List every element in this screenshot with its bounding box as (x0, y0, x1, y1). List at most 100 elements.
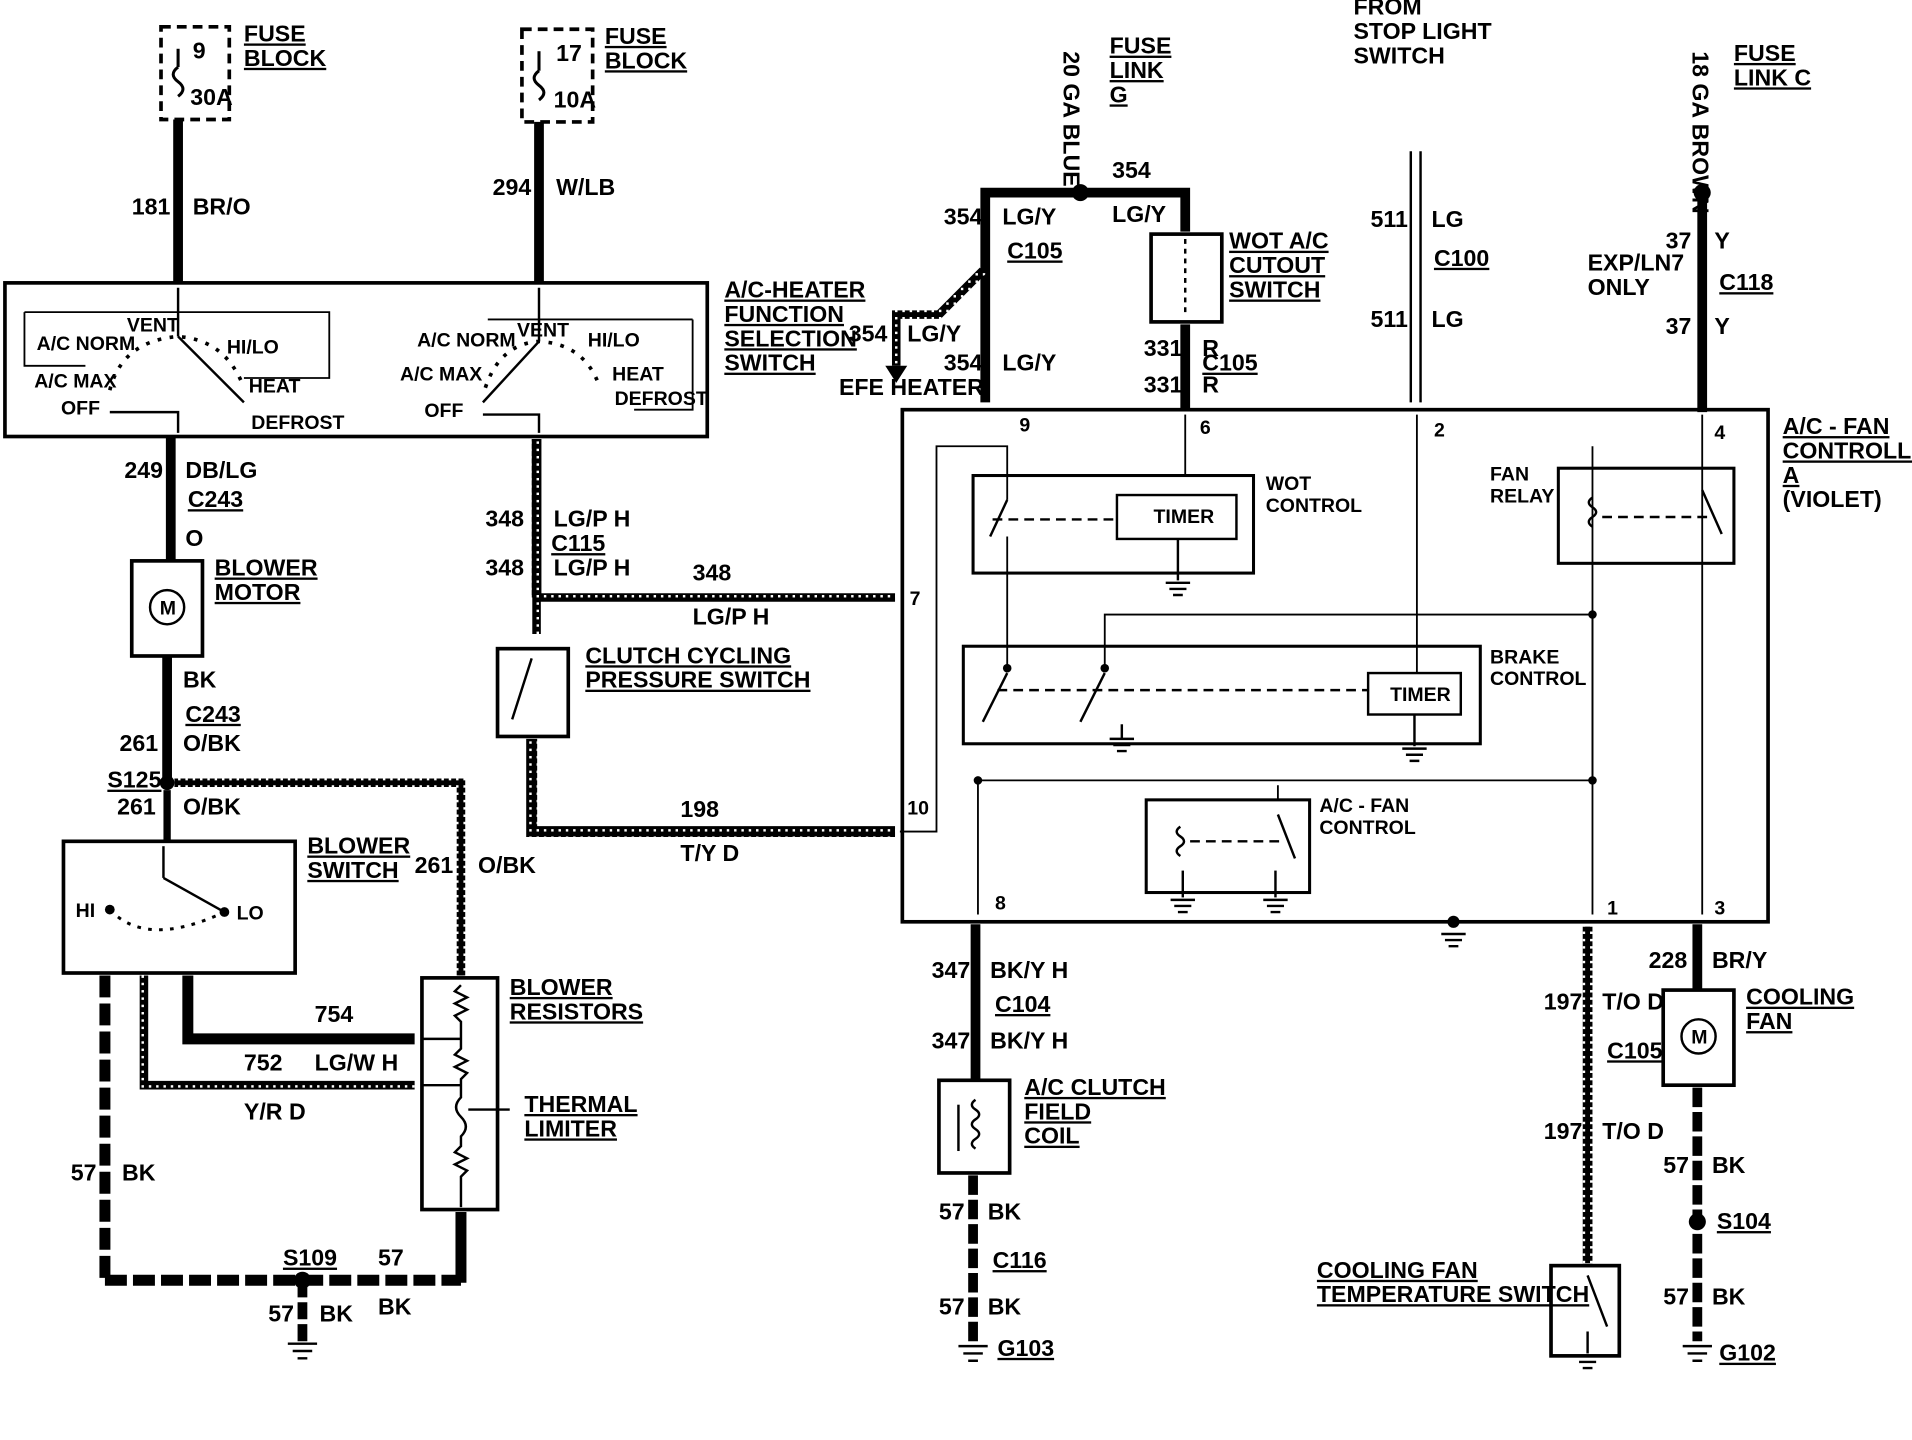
ac-fan-controller: 9 6 2 4 7 10 8 1 3 TIMER WOT CONTROL (899, 407, 1770, 948)
fan-relay (1556, 466, 1736, 565)
wire-number: 37 (1666, 228, 1692, 254)
ground-icon (287, 1342, 318, 1360)
wire-number: 197 (1544, 989, 1583, 1015)
block-label: WOT (1266, 473, 1312, 495)
wire-number: 294 (493, 174, 532, 200)
wire-number: 181 (132, 194, 171, 220)
fuse-link-title: FUSE (1734, 40, 1796, 66)
component-title: COOLING FAN (1317, 1257, 1478, 1283)
position-label: DEFROST (251, 412, 344, 434)
wire-color: BK (988, 1293, 1022, 1319)
fuse-symbol-icon (171, 65, 185, 98)
ground-icon (1263, 898, 1288, 914)
component-title: PRESSURE SWITCH (585, 667, 810, 693)
wire-color: BR/O (193, 194, 251, 220)
wire-number: 354 (1112, 157, 1151, 183)
wire-number: 37 (1666, 313, 1692, 339)
block-label: BRAKE (1490, 646, 1559, 668)
position-label: HI/LO (227, 337, 279, 359)
wire-color: LG/W H (315, 1050, 399, 1076)
wire-color: T/O D (1602, 1118, 1664, 1144)
ground-icon (1575, 1354, 1600, 1370)
svg-text:M: M (160, 598, 176, 620)
ground-icon (1170, 898, 1195, 914)
component-title: TEMPERATURE SWITCH (1317, 1281, 1589, 1307)
wire-number: 354 (944, 350, 983, 376)
pin-label: 1 (1607, 897, 1618, 919)
component-title: COIL (1024, 1123, 1079, 1149)
wire-354 (980, 187, 1191, 403)
wire-number: 752 (244, 1050, 283, 1076)
component-title: BLOWER (510, 974, 613, 1000)
wire-color: LG/Y (1002, 203, 1057, 229)
block-label: A/C - FAN (1319, 795, 1409, 817)
svg-text:M: M (1691, 1027, 1707, 1049)
wire-number: 57 (1663, 1284, 1689, 1310)
fuse-block-title: FUSE (605, 23, 667, 49)
wire-348-controller (532, 593, 896, 635)
position-label: OFF (424, 400, 463, 422)
blower-switch: HI LO (61, 839, 297, 975)
arrow-down-icon (885, 365, 908, 383)
coil-icon (1587, 496, 1598, 528)
ground-label: G102 (1719, 1340, 1776, 1366)
fuse-link-title: G (1110, 81, 1128, 107)
fuse-block-2: 17 10A FUSE BLOCK (520, 23, 687, 124)
wire-color: BK (1712, 1152, 1746, 1178)
component-title: CLUTCH CYCLING (585, 642, 791, 668)
position-label: VENT (517, 320, 569, 342)
fuse-link-title: LINK (1110, 57, 1164, 83)
function-selection-switch: VENT A/C NORM HI/LO A/C MAX HEAT OFF DEF… (3, 281, 710, 439)
wire-number: 348 (485, 555, 524, 581)
fuse-block-title: BLOCK (244, 45, 327, 71)
wire-color: Y (1714, 313, 1730, 339)
position-label: A/C MAX (400, 363, 482, 385)
wire-number: 754 (315, 1001, 354, 1027)
wire-number: 261 (117, 793, 156, 819)
component-title: FAN (1746, 1008, 1792, 1034)
component-title: SELECTION (724, 325, 857, 351)
block-label: CONTROL (1490, 668, 1586, 690)
coil-icon (1175, 825, 1186, 857)
cooling-fan-temperature-switch (1549, 1263, 1622, 1358)
wire-number: 261 (415, 852, 454, 878)
connector-label: C105 (1607, 1037, 1662, 1063)
wire-color: LG/Y (1112, 201, 1167, 227)
wire-261-resistor (174, 778, 466, 976)
ground-icon (958, 1344, 988, 1362)
connector-label: C105 (1202, 350, 1257, 376)
block-label: RELAY (1490, 485, 1554, 507)
fuse-rating: 10A (554, 86, 597, 112)
connector-label: C118 (1719, 269, 1773, 295)
wire-number: 57 (71, 1159, 97, 1185)
clutch-cycling-switch (495, 646, 571, 739)
wire-color: LG (1432, 306, 1464, 332)
wire-color: O/BK (183, 793, 241, 819)
component-title: MOTOR (215, 579, 301, 605)
wire-color: Y (1714, 228, 1730, 254)
switch-position: LO (237, 902, 264, 924)
wire-color: BK (183, 667, 217, 693)
component-title: SWITCH (1229, 277, 1320, 303)
component-title: RESISTORS (510, 998, 643, 1024)
wire-color: BR/Y (1712, 947, 1768, 973)
wire-754 (182, 975, 415, 1045)
fuse-number: 9 (193, 38, 206, 64)
wire-color: BK (988, 1198, 1022, 1224)
destination-label: EFE HEATER (839, 374, 984, 400)
position-label: HEAT (612, 363, 664, 385)
component-title: LIMITER (524, 1115, 617, 1141)
wire-color: W/LB (556, 174, 615, 200)
brake-control (961, 644, 1482, 746)
wire-gauge-label: 20 GA BLUE (1058, 51, 1084, 187)
ground-icon (1682, 1344, 1712, 1362)
wire-number: 348 (485, 506, 524, 532)
block-label: CONTROL (1319, 817, 1415, 839)
component-title: FUNCTION (724, 301, 844, 327)
fuse-block-1: 9 30A FUSE BLOCK (159, 20, 327, 122)
source-label: SWITCH (1353, 42, 1444, 68)
wire-color: O/BK (478, 852, 536, 878)
wire-number: 57 (939, 1198, 965, 1224)
component-title: SWITCH (307, 857, 398, 883)
